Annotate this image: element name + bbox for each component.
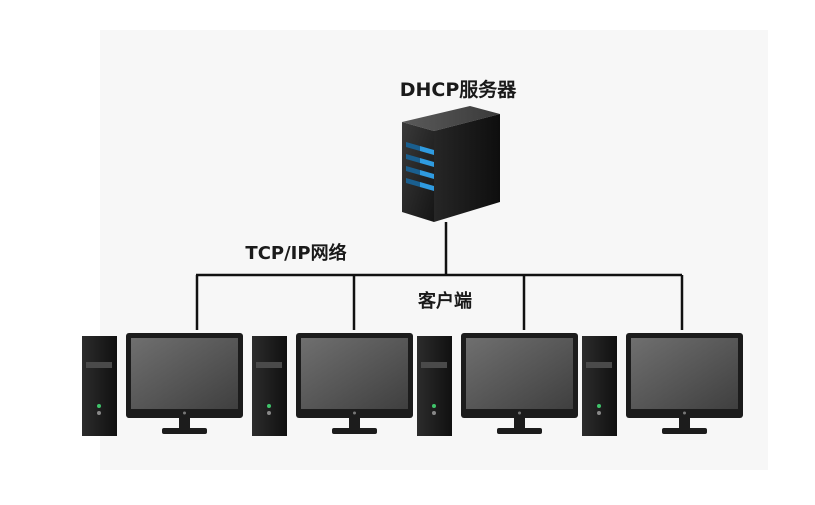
monitor-icon <box>126 333 243 434</box>
client-computer <box>252 333 413 436</box>
client-computer <box>417 333 578 436</box>
network-label: TCP/IP网络 <box>245 242 346 264</box>
monitor-icon <box>296 333 413 434</box>
pc-tower-icon <box>582 336 617 436</box>
client-computer <box>582 333 743 436</box>
server-drive-lights <box>406 142 434 191</box>
pc-tower-icon <box>417 336 452 436</box>
monitor-icon <box>626 333 743 434</box>
server-icon <box>402 106 500 222</box>
pc-tower-icon <box>252 336 287 436</box>
network-lines <box>195 222 684 330</box>
server-label: DHCP服务器 <box>400 78 518 101</box>
pc-tower-icon <box>82 336 117 436</box>
monitor-icon <box>461 333 578 434</box>
client-computer <box>82 333 243 436</box>
client-label: 客户端 <box>418 290 472 312</box>
